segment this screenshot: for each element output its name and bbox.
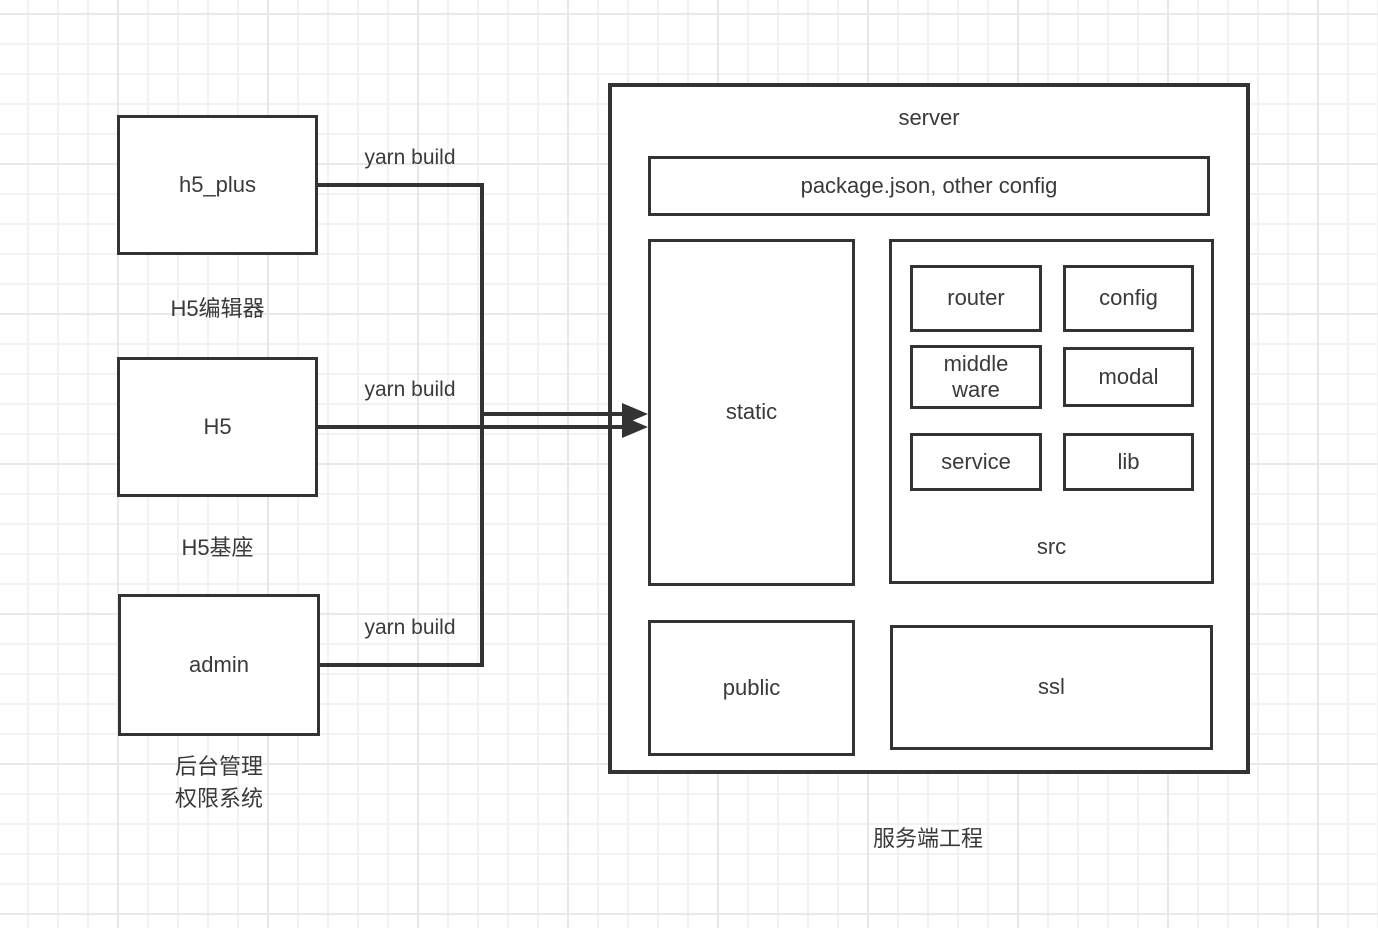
- admin-box: admin: [118, 594, 320, 736]
- h5-edge-label: yarn build: [364, 378, 456, 401]
- h5plus-edge-label: yarn build: [364, 146, 456, 169]
- static-box: static: [648, 239, 855, 586]
- modal-box: modal: [1063, 347, 1194, 407]
- admin-edge-label: yarn build: [364, 616, 456, 639]
- h5plus-box: h5_plus: [117, 115, 318, 255]
- middleware-box: middle ware: [910, 345, 1042, 409]
- service-box: service: [910, 433, 1042, 491]
- src-label: src: [1036, 534, 1067, 559]
- config-box: config: [1063, 265, 1194, 332]
- connector-arrow-top-line: [480, 412, 624, 416]
- h5-caption: H5基座: [181, 535, 254, 560]
- h5plus-caption: H5编辑器: [170, 296, 265, 321]
- admin-caption: 后台管理 权限系统: [174, 754, 263, 811]
- router-box: router: [910, 265, 1042, 332]
- arrowhead-bottom-icon: [622, 416, 648, 438]
- lib-box: lib: [1063, 433, 1194, 491]
- connector-admin-horizontal: [320, 663, 484, 667]
- connector-h5plus-horizontal: [317, 183, 483, 187]
- server-caption: 服务端工程: [872, 826, 983, 851]
- package-json-config-box: package.json, other config: [648, 156, 1210, 216]
- h5-box: H5: [117, 357, 318, 497]
- ssl-box: ssl: [890, 625, 1213, 750]
- server-title: server: [898, 105, 960, 130]
- public-box: public: [648, 620, 855, 756]
- connector-arrow-bottom-line: [317, 425, 624, 429]
